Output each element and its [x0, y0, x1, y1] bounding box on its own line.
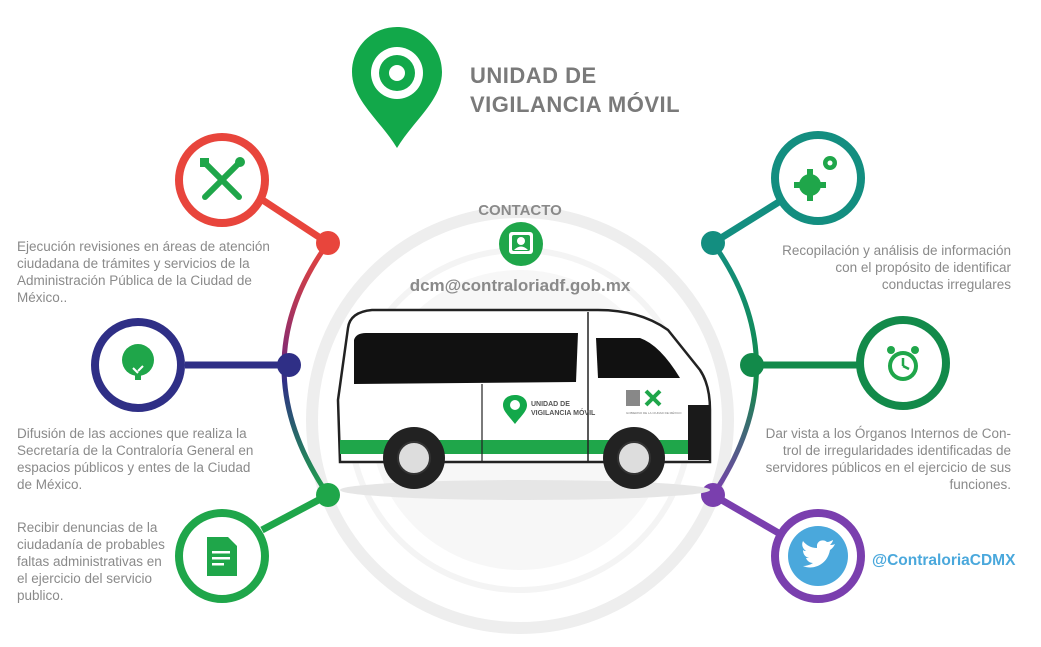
dot-document: [316, 483, 340, 507]
contact-email[interactable]: dcm@contraloriadf.gob.mx: [409, 276, 631, 295]
dot-gears: [701, 231, 725, 255]
document-icon: [207, 537, 237, 576]
title-line2: VIGILANCIA MÓVIL: [470, 92, 681, 117]
clock-description-line: servidores públicos en el ejercicio de s…: [765, 460, 1011, 475]
connector-tools: [253, 192, 330, 246]
node-document: [175, 509, 269, 603]
gears-description: Recopilación y análisis de información c…: [745, 242, 1011, 293]
tools-description-line: México..: [17, 290, 68, 305]
tree-description-line: espacios públicos y entes de la Ciudad: [17, 460, 251, 475]
tree-description-line: Difusión de las acciones que realiza la: [17, 426, 247, 441]
document-description-line: publico.: [17, 588, 64, 603]
document-description-line: el ejercicio del servicio: [17, 571, 153, 586]
clock-description: Dar vista a los Órganos Internos de Con-…: [745, 425, 1011, 493]
van-logo-pin-icon: [503, 395, 527, 424]
tools-description-line: Administración Pública de la Ciudad de: [17, 273, 252, 288]
van-emblem-text: GOBIERNO DE LA CIUDAD DE MÉXICO: [626, 410, 682, 415]
document-description-line: ciudadanía de probables: [17, 537, 165, 552]
tree-description: Difusión de las acciones que realiza la …: [17, 425, 277, 493]
tree-icon: [122, 344, 154, 380]
document-description-line: Recibir denuncias de la: [17, 520, 158, 535]
tools-icon: [200, 157, 245, 200]
node-tree: [91, 318, 185, 412]
gears-description-line: con el propósito de identificar: [835, 260, 1011, 275]
gears-description-line: conductas irregulares: [881, 277, 1011, 292]
van-logo-line2: VIGILANCIA MÓVIL: [531, 408, 596, 417]
clock-description-line: funciones.: [949, 477, 1011, 492]
tools-description-line: Ejecución revisiones en áreas de atenció…: [17, 239, 270, 254]
tools-description-line: ciudadana de trámites y servicios de la: [17, 256, 250, 271]
document-description: Recibir denuncias de la ciudadanía de pr…: [17, 519, 187, 604]
twitter-icon: [802, 540, 835, 568]
dot-clock: [740, 353, 764, 377]
cdmx-emblem-icon: [626, 389, 662, 407]
clock-description-line: trol de irregularidades identificadas de: [782, 443, 1011, 458]
node-gears: [771, 131, 865, 225]
contact-card-icon: [499, 222, 543, 266]
node-tools: [175, 133, 269, 227]
document-description-line: faltas administrativas en: [17, 554, 162, 569]
clock-description-line: Dar vista a los Órganos Internos de Con-: [765, 426, 1011, 441]
node-clock: [856, 316, 950, 410]
van-front-bumper: [688, 405, 710, 460]
outer-ring: [306, 206, 734, 634]
node-twitter[interactable]: [771, 509, 865, 603]
connector-twitter: [711, 491, 784, 539]
location-pin-icon: [352, 27, 442, 148]
twitter-handle-link[interactable]: @ContraloriaCDMX: [872, 552, 1016, 569]
van-logo-line1: UNIDAD DE: [531, 401, 570, 408]
van-illustration: UNIDAD DE VIGILANCIA MÓVIL GOBIERNO DE L…: [336, 308, 712, 500]
dot-twitter: [701, 483, 725, 507]
van-side-window: [354, 333, 578, 384]
connector-gears: [711, 197, 784, 246]
tools-description: Ejecución revisiones en áreas de atenció…: [17, 238, 307, 306]
alarm-clock-icon: [887, 346, 919, 381]
connector-document: [260, 491, 330, 534]
tree-description-line: Secretaría de la Contraloría General en: [17, 443, 254, 458]
dot-tree: [277, 353, 301, 377]
title-line1: UNIDAD DE: [470, 63, 597, 88]
gears-icon: [794, 156, 837, 201]
van-front-window: [596, 338, 680, 378]
contact-heading: CONTACTO: [478, 202, 562, 219]
dot-tools: [316, 231, 340, 255]
gears-description-line: Recopilación y análisis de información: [782, 243, 1011, 258]
tree-description-line: de México.: [17, 477, 83, 492]
